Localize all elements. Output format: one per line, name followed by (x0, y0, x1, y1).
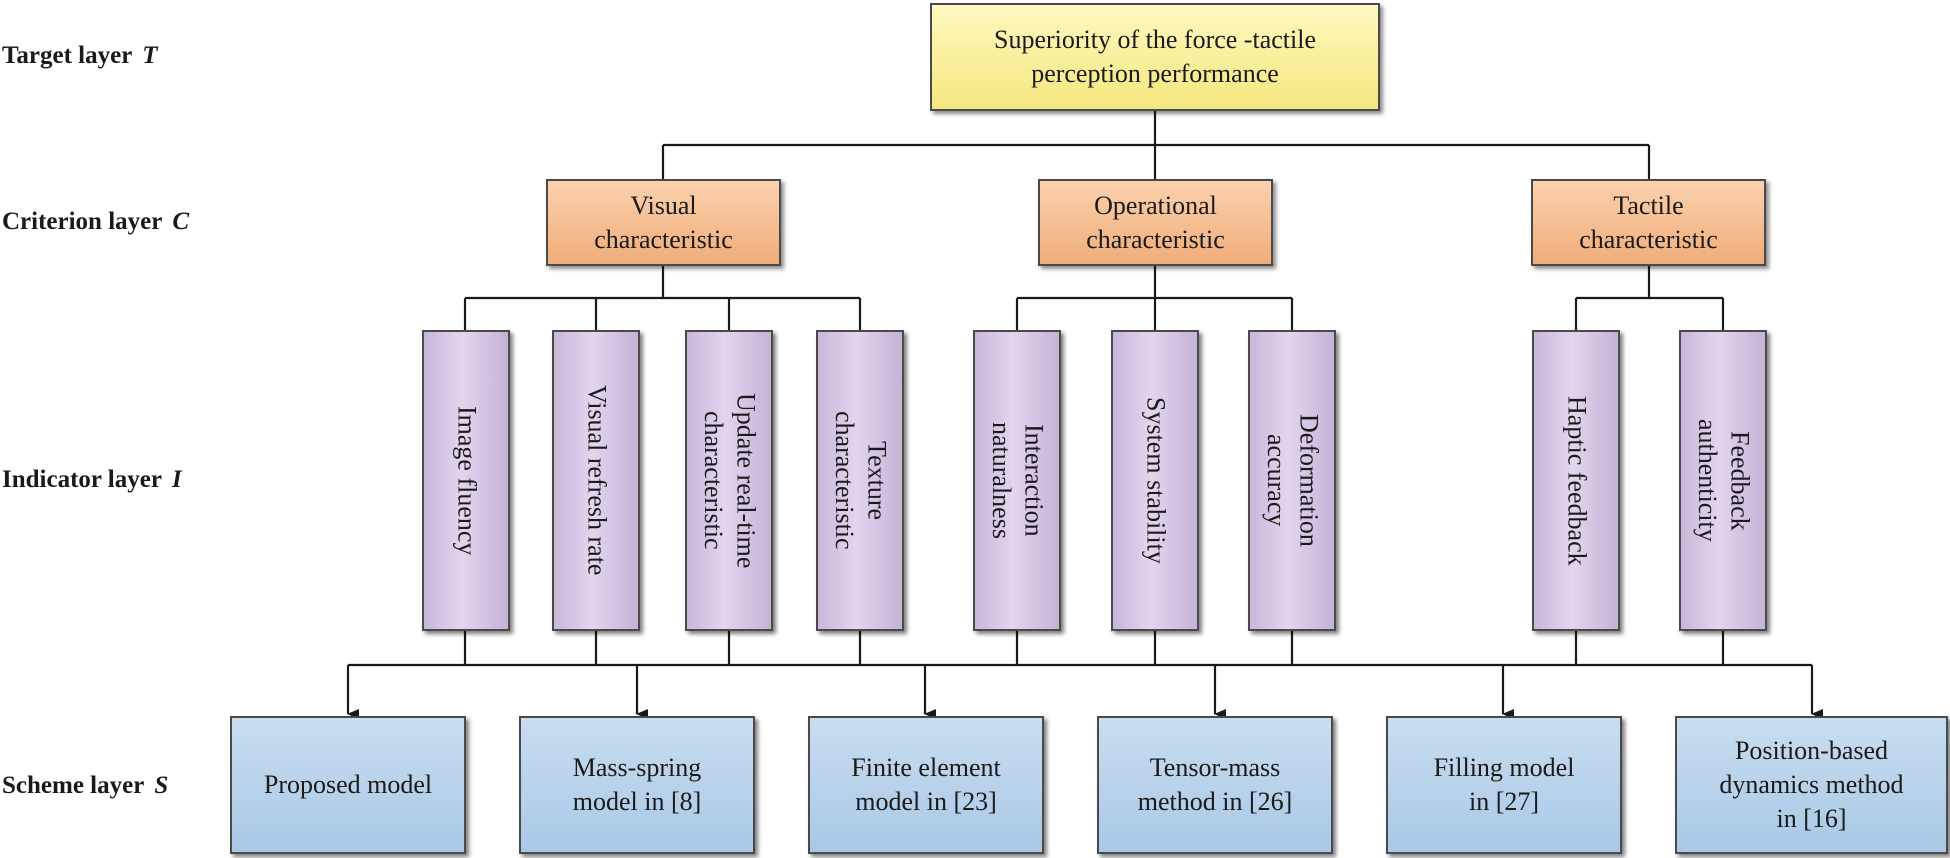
layer-label-text: Target layer (2, 42, 133, 69)
node-text-line: Image fluency (452, 405, 482, 556)
layer-label-criterion: Criterion layer C (2, 208, 189, 236)
connector-target-to-criteria (661, 110, 1651, 179)
node-text-line: Tensor-mass (1149, 753, 1281, 783)
layer-label-text: Indicator layer (2, 466, 162, 493)
node-text-line: model in [23] (855, 787, 997, 816)
indicator-node-system-stability: System stability (1111, 330, 1199, 631)
criterion-node-operational: Operational characteristic (1038, 179, 1273, 266)
node-text-line: in [16] (1776, 803, 1847, 833)
node-text-line: System stability (1141, 397, 1171, 564)
node-text-line: characteristic (594, 224, 733, 254)
node-text-line: Visual (630, 190, 697, 220)
node-text-line: Visual refresh rate (582, 385, 612, 576)
layer-label-indicator: Indicator layer I (2, 466, 182, 494)
node-text-line: Update real-time (731, 392, 761, 569)
node-text-line: Texture (862, 440, 892, 520)
connector-tactile-to-indicators (1574, 264, 1725, 330)
layer-label-target: Target layer T (2, 42, 158, 70)
layer-symbol: S (154, 772, 169, 799)
node-text-line: naturalness (987, 422, 1016, 539)
node-text-line: characteristic (1086, 224, 1225, 254)
node-text-line: Superiority of the force -tactile (994, 25, 1316, 55)
layer-label-text: Scheme layer (2, 772, 145, 799)
connector-indicators-to-bus (348, 630, 1812, 667)
node-text-line: Proposed model (263, 770, 433, 800)
scheme-node-tensor-mass: Tensor-mass method in [26] (1097, 716, 1333, 854)
node-text-line: characteristic (830, 411, 859, 550)
indicator-node-visual-refresh-rate: Visual refresh rate (552, 330, 640, 631)
connector-visual-to-indicators (463, 264, 862, 330)
node-text-line: Haptic feedback (1562, 395, 1592, 566)
node-text-line: Tactile (1613, 190, 1684, 220)
node-text-line: model in [8] (572, 787, 702, 816)
layer-symbol: C (172, 208, 190, 235)
layer-label-scheme: Scheme layer S (2, 772, 168, 800)
node-text-line: perception performance (1031, 59, 1279, 88)
scheme-node-mass-spring: Mass-spring model in [8] (519, 716, 755, 854)
criterion-node-visual: Visual characteristic (546, 179, 781, 266)
node-text-line: authenticity (1693, 419, 1722, 542)
node-text-line: Filling model (1433, 753, 1575, 783)
node-text-line: Finite element (851, 753, 1001, 783)
target-node: Superiority of the force -tactile percep… (930, 3, 1380, 111)
indicator-node-haptic-feedback: Haptic feedback (1532, 330, 1620, 631)
scheme-node-finite-element: Finite element model in [23] (808, 716, 1044, 854)
connector-operational-to-indicators (1015, 264, 1294, 330)
layer-symbol: I (171, 466, 182, 493)
node-text-line: accuracy (1262, 434, 1291, 527)
node-text-line: dynamics method (1719, 770, 1904, 800)
node-text-line: Operational (1094, 190, 1217, 220)
criterion-node-tactile: Tactile characteristic (1531, 179, 1766, 266)
scheme-node-filling-model: Filling model in [27] (1386, 716, 1622, 854)
node-text-line: Position-based (1734, 736, 1889, 766)
node-text-line: characteristic (699, 411, 728, 550)
node-text-line: method in [26] (1137, 787, 1293, 816)
node-text-line: in [27] (1468, 787, 1540, 816)
node-text-line: Mass-spring (572, 753, 702, 783)
node-text-line: Deformation (1294, 414, 1324, 547)
indicator-node-image-fluency: Image fluency (422, 330, 510, 631)
node-text-line: Feedback (1725, 430, 1755, 531)
layer-symbol: T (142, 42, 158, 69)
layer-label-text: Criterion layer (2, 208, 163, 235)
scheme-node-proposed-model: Proposed model (230, 716, 466, 854)
connector-bus-to-schemes (346, 665, 1823, 719)
node-text-line: Interaction (1019, 424, 1049, 537)
node-text-line: characteristic (1579, 224, 1718, 254)
